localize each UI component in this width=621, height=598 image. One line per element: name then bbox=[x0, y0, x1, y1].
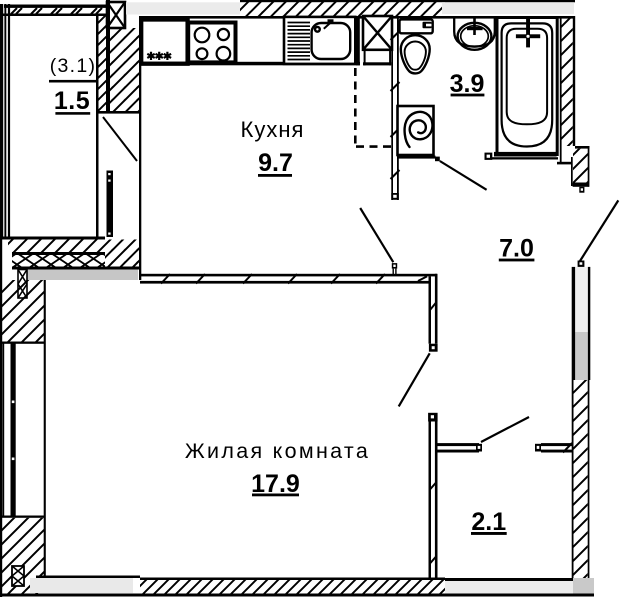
svg-text:Жилая комната: Жилая комната bbox=[185, 439, 370, 463]
svg-text:9.7: 9.7 bbox=[258, 149, 293, 177]
svg-text:3.9: 3.9 bbox=[450, 70, 485, 98]
svg-text:(3.1): (3.1) bbox=[50, 55, 97, 77]
svg-text:2.1: 2.1 bbox=[471, 508, 506, 536]
svg-text:Кухня: Кухня bbox=[241, 117, 305, 142]
svg-text:17.9: 17.9 bbox=[251, 470, 300, 498]
svg-text:7.0: 7.0 bbox=[499, 235, 534, 263]
svg-text:1.5: 1.5 bbox=[54, 87, 90, 115]
